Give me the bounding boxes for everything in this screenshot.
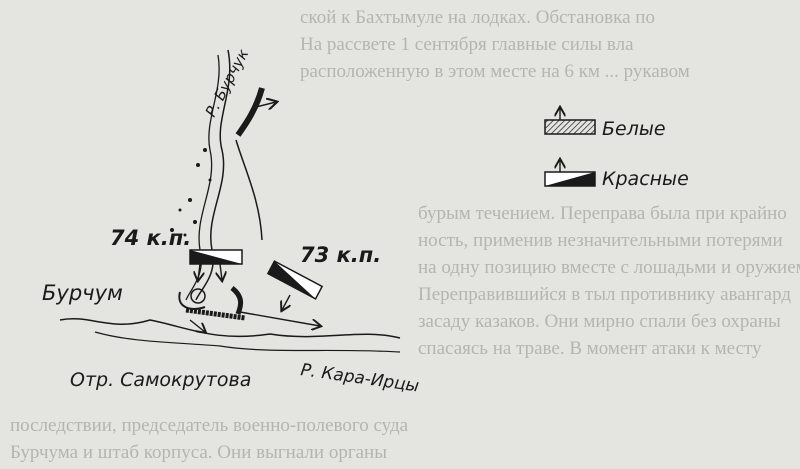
red-advance-line	[235, 139, 263, 241]
label-detachment: Отр. Самокрутова	[70, 369, 251, 391]
label-river-burchuk: Р. Бурчук	[202, 46, 253, 120]
label-river-kara-irtsy: Р. Кара-Ирцы	[299, 360, 420, 396]
legend: Белые Красные	[544, 108, 689, 190]
label-regiment-74: 74 к.п.	[110, 226, 191, 250]
white-front-north	[235, 87, 265, 137]
river-burchuk	[195, 49, 231, 301]
legend-reds-symbol	[544, 160, 596, 187]
legend-whites-symbol	[544, 108, 596, 135]
regiment-73-symbol	[266, 260, 324, 300]
label-regiment-73: 73 к.п.	[300, 243, 381, 267]
village-burchum	[178, 286, 246, 321]
river-kara-irtsy	[59, 318, 401, 339]
river-kara-irtsy-bank	[94, 331, 401, 353]
legend-whites-label: Белые	[602, 118, 666, 140]
swamp-dots	[170, 148, 212, 237]
regiment-74-symbol	[189, 249, 243, 280]
label-village-burchum: Бурчум	[42, 281, 123, 305]
legend-reds-label: Красные	[602, 168, 689, 190]
